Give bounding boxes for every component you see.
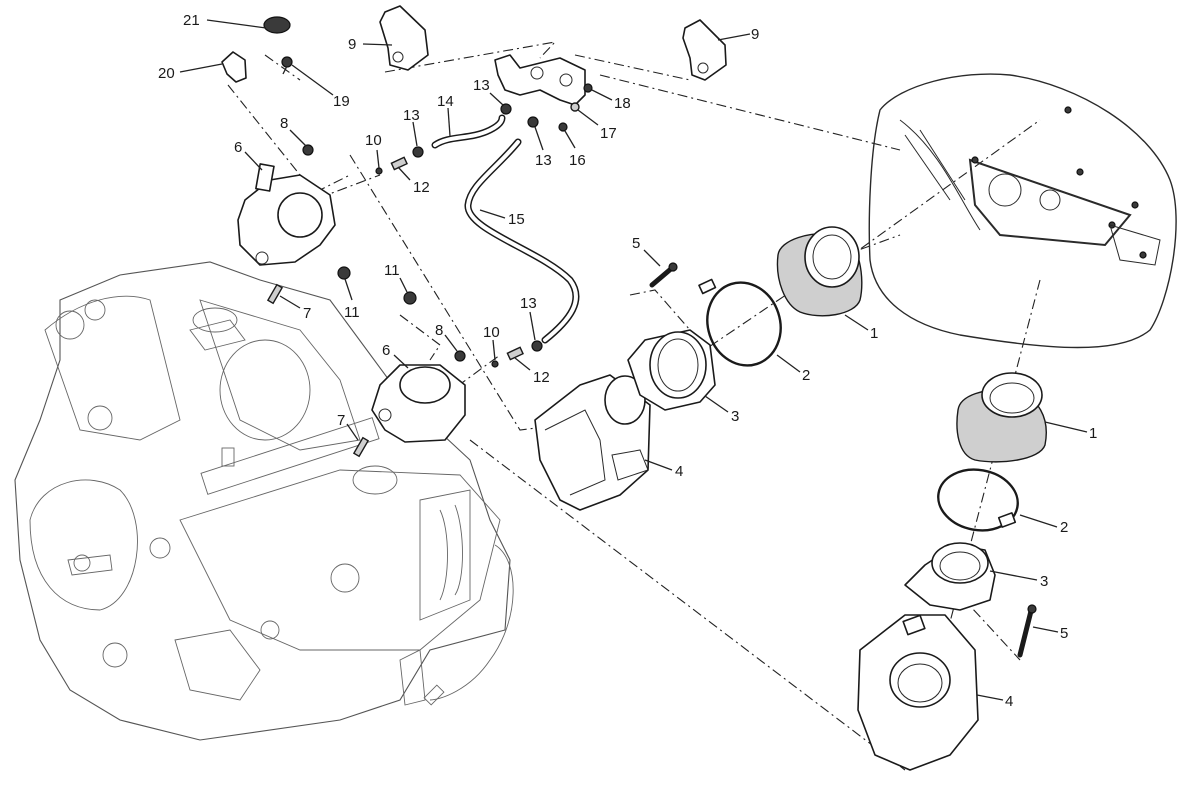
part-7-stud-lower[interactable] [352,436,370,458]
part-9-sensor-left[interactable] [379,5,429,71]
callout-11-upper: 11 [344,304,360,321]
callout-13-c: 13 [535,152,552,169]
callout-12-lower: 12 [533,369,550,386]
callout-13-b: 13 [473,77,490,94]
callout-20: 20 [158,65,175,82]
part-13-clamp-d[interactable] [531,340,543,352]
part-11-nut-lower[interactable] [403,291,417,305]
part-10-washer-upper[interactable] [375,167,383,175]
part-5-bolt-upper[interactable] [649,262,678,288]
part-10-washer-lower[interactable] [491,360,499,368]
callout-5-lower: 5 [1060,625,1068,642]
part-9-sensor-right[interactable] [682,19,727,81]
callout-16: 16 [569,152,586,169]
part-6-intake-manifold-upper[interactable] [237,163,336,266]
callout-13-a: 13 [403,107,420,124]
part-11-nut-upper[interactable] [337,266,351,280]
callout-9-left: 9 [348,36,356,53]
part-6-intake-manifold-lower[interactable] [371,364,466,443]
part-19-screw[interactable] [281,56,293,75]
callout-21: 21 [183,12,200,29]
callouts: 21 20 19 9 9 8 6 10 13 14 13 12 [158,12,1097,710]
callout-2-lower: 2 [1060,519,1068,536]
callout-3-lower: 3 [1040,573,1048,590]
part-4-throttle-body-lower[interactable] [857,614,979,771]
part-8-screw-upper[interactable] [302,144,314,156]
part-1-intake-sleeve-upper[interactable] [776,226,863,317]
part-13-clamp-c[interactable] [527,116,539,128]
callout-14: 14 [437,93,454,110]
part-12-fitting-lower[interactable] [506,346,524,361]
callout-17: 17 [600,125,617,142]
part-14-hose-short[interactable] [431,114,506,149]
airbox [868,73,1177,349]
callout-1-lower: 1 [1089,425,1097,442]
part-16-screw[interactable] [558,122,568,132]
part-17-sensor-bracket[interactable] [494,54,586,112]
callout-4-lower: 4 [1005,693,1013,710]
part-12-fitting-upper[interactable] [390,156,408,171]
callout-3-upper: 3 [731,408,739,425]
callout-7-lower: 7 [337,412,345,429]
part-5-bolt-lower[interactable] [1017,604,1037,658]
callout-19: 19 [333,93,350,110]
part-7-stud-upper[interactable] [266,283,284,305]
part-8-screw-lower[interactable] [454,350,466,362]
callout-6-lower: 6 [382,342,390,359]
part-2-hose-clamp-upper[interactable] [697,273,791,375]
callout-8-lower: 8 [435,322,443,339]
part-18-nut[interactable] [583,83,593,93]
part-1-intake-sleeve-lower[interactable] [956,372,1047,463]
part-21-rubber-cap[interactable] [263,16,291,34]
callout-2-upper: 2 [802,367,810,384]
part-20-bracket[interactable] [221,51,247,83]
callout-9-right: 9 [751,26,759,43]
callout-15: 15 [508,211,525,228]
part-13-clamp-a[interactable] [412,146,424,158]
part-15-hose-long[interactable] [464,138,580,344]
callout-7-upper: 7 [303,305,311,322]
part-4-throttle-body-upper[interactable] [534,374,651,511]
part-3-adapter-upper[interactable] [627,329,716,411]
part-13-clamp-b[interactable] [500,103,512,115]
callout-8-upper: 8 [280,115,288,132]
part-2-hose-clamp-lower[interactable] [933,464,1022,537]
callout-6-upper: 6 [234,139,242,156]
callout-4-upper: 4 [675,463,683,480]
callout-10-upper: 10 [365,132,382,149]
part-3-adapter-lower[interactable] [904,542,996,611]
callout-5-upper: 5 [632,235,640,252]
callout-11-lower: 11 [384,262,400,279]
callout-10-lower: 10 [483,324,500,341]
callout-18: 18 [614,95,631,112]
callout-13-d: 13 [520,295,537,312]
callout-1-upper: 1 [870,325,878,342]
callout-12-upper: 12 [413,179,430,196]
